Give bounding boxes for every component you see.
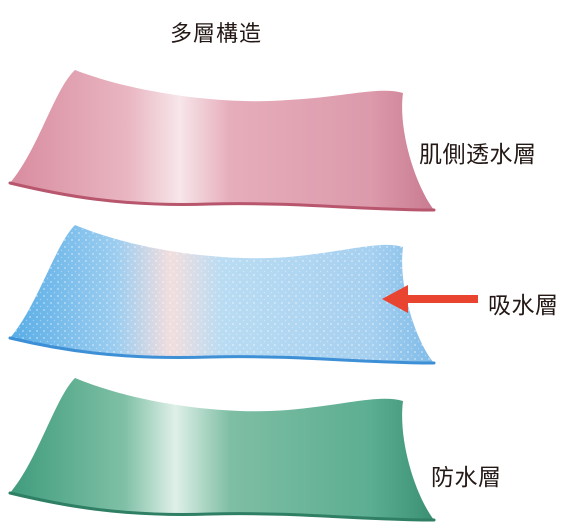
skin-side-layer-label: 肌側透水層 <box>419 142 537 168</box>
absorbent-layer <box>8 225 436 365</box>
waterproof-layer <box>8 378 436 522</box>
absorbent-layer-label: 吸水層 <box>488 293 559 319</box>
waterproof-layer-label: 防水層 <box>431 465 502 491</box>
skin-side-layer <box>8 70 436 212</box>
pointer-arrow <box>382 285 478 313</box>
diagram-title: 多層構造 <box>169 22 262 47</box>
